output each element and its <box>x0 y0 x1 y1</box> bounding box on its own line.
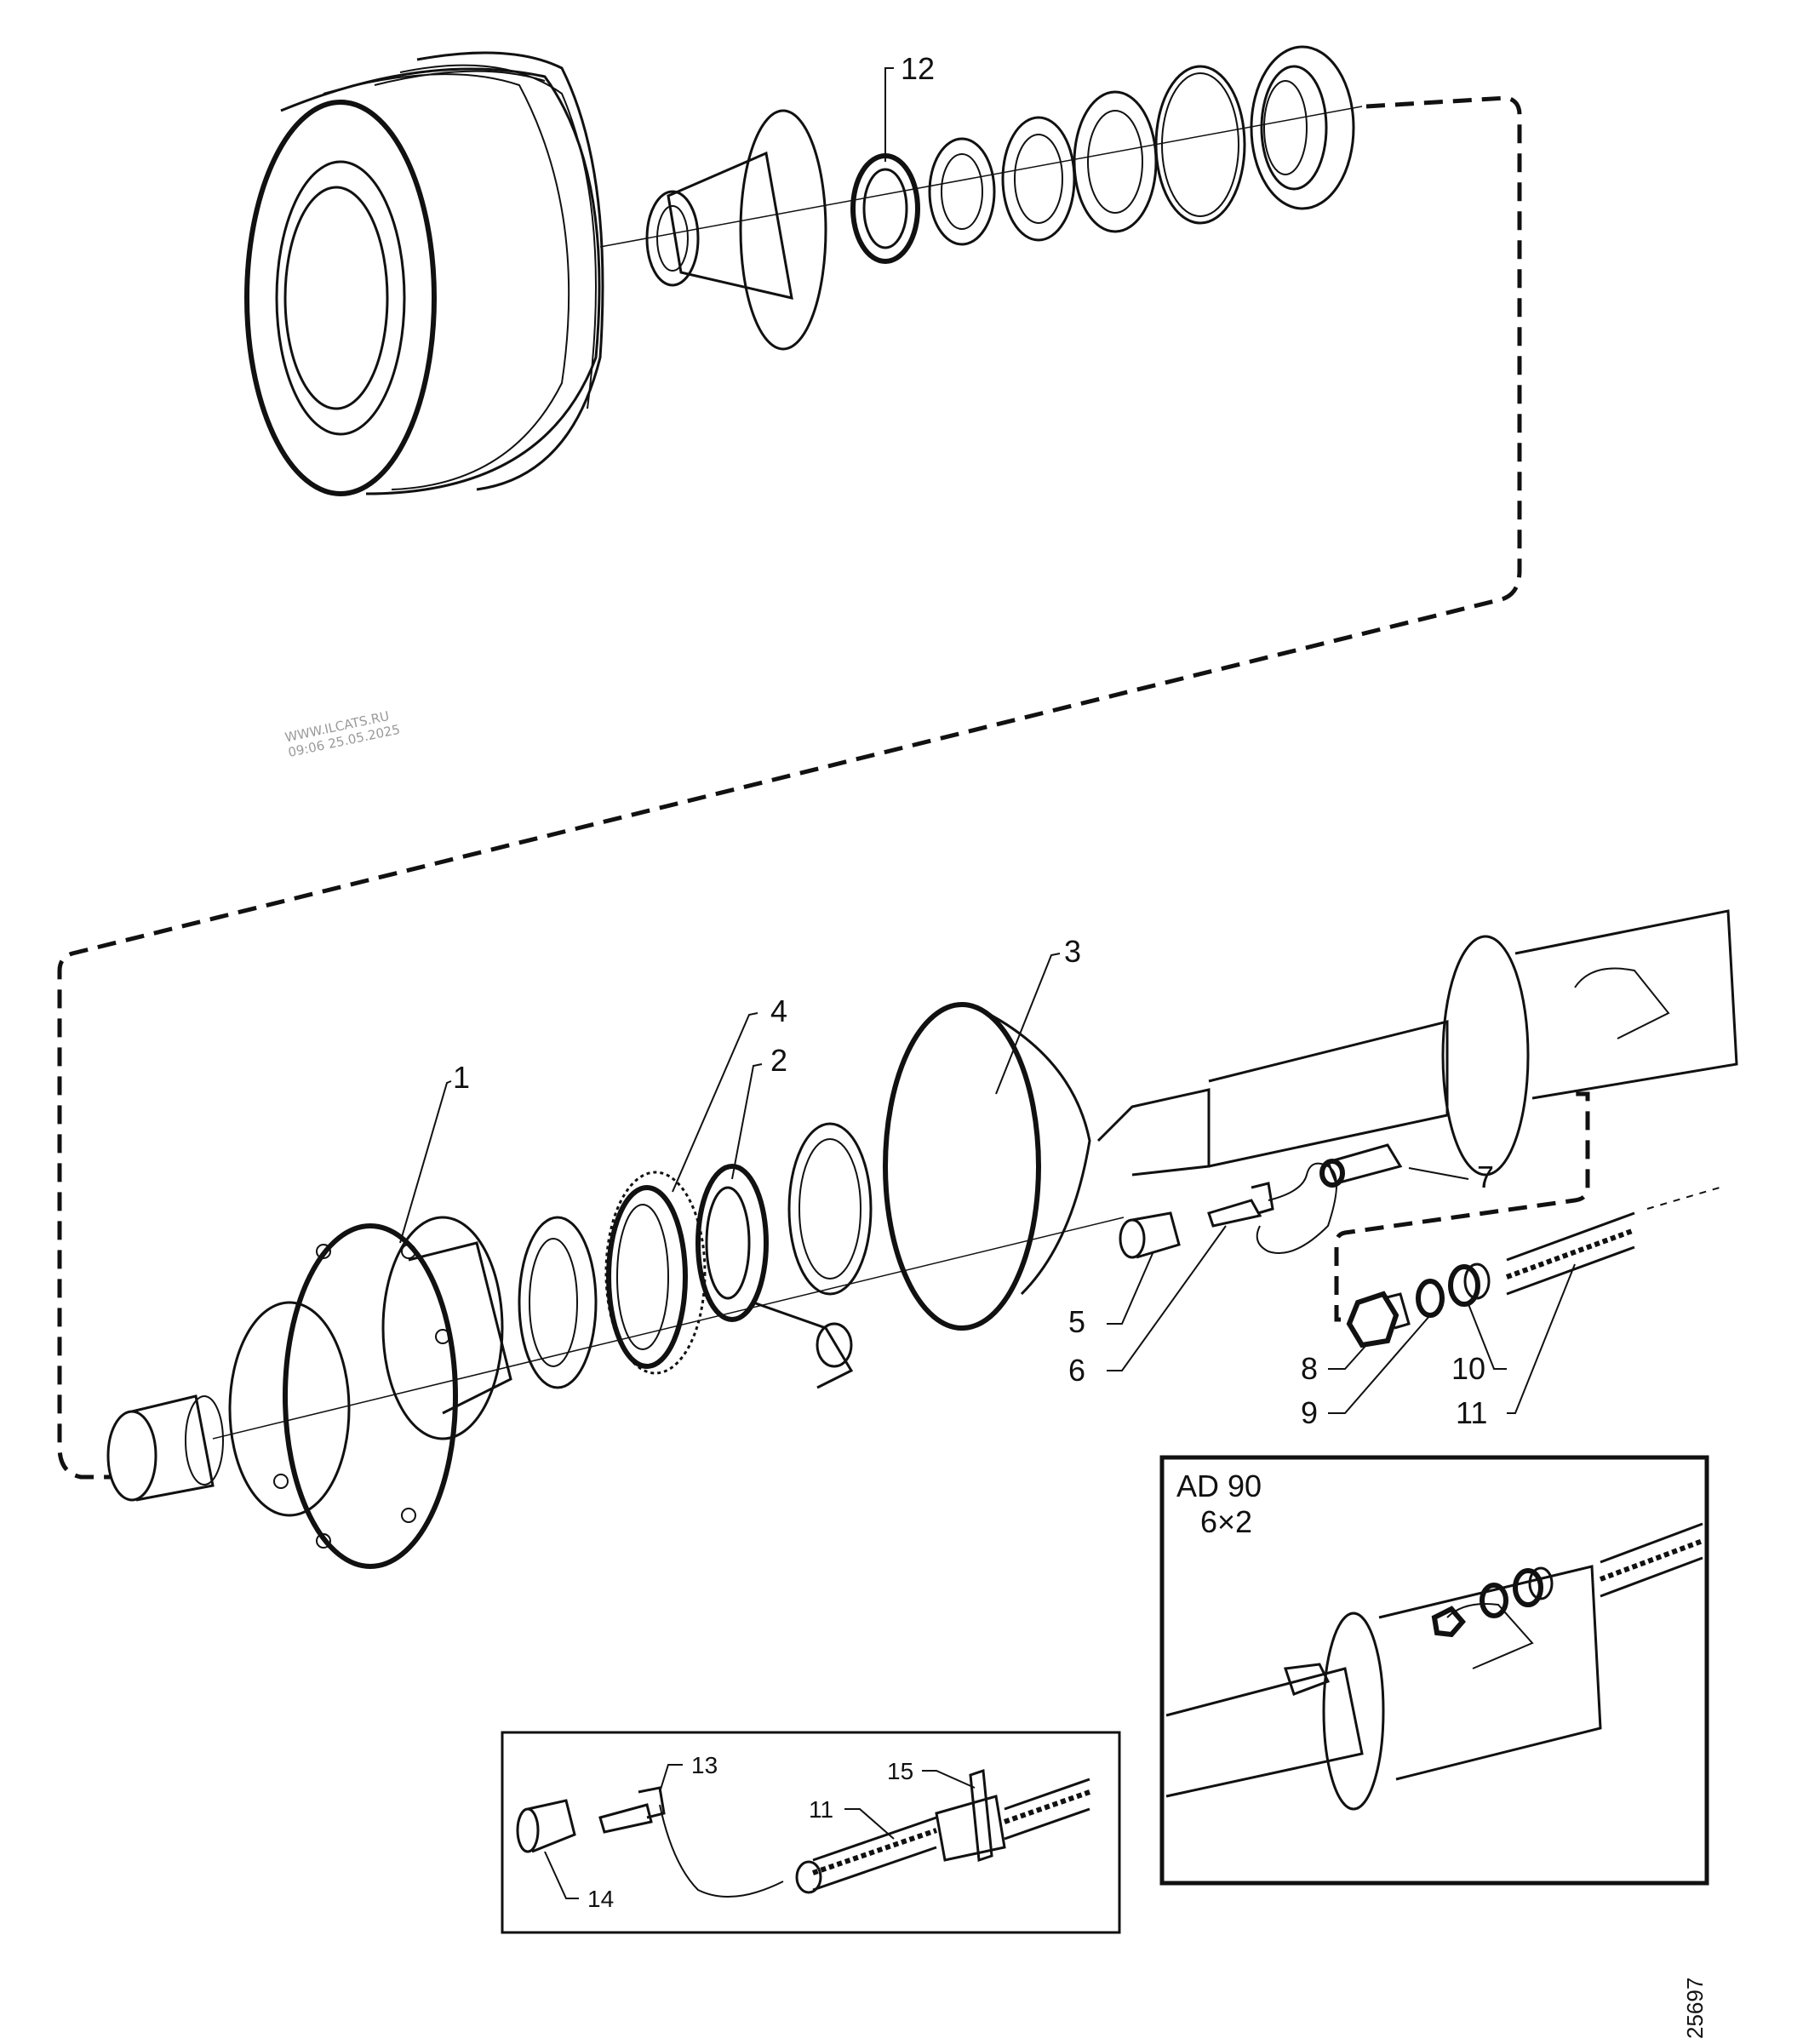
lock-washer <box>1001 116 1076 242</box>
tab-washer <box>1073 90 1158 233</box>
spacer-ring <box>928 137 996 246</box>
dust-cover-3 <box>883 1002 1091 1331</box>
callout-1: 1 <box>453 1060 470 1095</box>
hub-seal-2 <box>695 1164 854 1389</box>
bushing-5 <box>1119 1211 1181 1259</box>
callout-8: 8 <box>1301 1351 1318 1386</box>
callout-2: 2 <box>770 1043 787 1078</box>
inset-ad90: AD 90 6×2 <box>1159 1455 1709 1886</box>
brake-drum <box>244 51 604 496</box>
inset-ad90-title-line-1: AD 90 <box>1176 1469 1262 1503</box>
roller-bearing-top <box>1250 45 1355 210</box>
callout-12: 12 <box>901 51 935 86</box>
callout-4: 4 <box>770 993 787 1028</box>
callout-10: 10 <box>1451 1351 1485 1386</box>
inset-callout-14: 14 <box>587 1886 614 1912</box>
sensor-6 <box>1207 1162 1337 1254</box>
wheel-hub-flange <box>645 109 827 351</box>
nut-8 <box>1346 1291 1411 1348</box>
seal-ring <box>787 1122 873 1296</box>
protective-spiral-11 <box>1505 1187 1720 1296</box>
callout-5: 5 <box>1068 1304 1085 1339</box>
sensor-cable-7 <box>1319 1143 1403 1188</box>
inset-callout-15: 15 <box>887 1758 913 1784</box>
o-ring <box>1154 65 1246 225</box>
washer-10 <box>1448 1262 1491 1307</box>
inset-ad90-title-line-2: 6×2 <box>1200 1504 1252 1539</box>
assembly-connector-dashed-line <box>57 95 1522 1480</box>
callout-6: 6 <box>1068 1353 1085 1388</box>
washer-9 <box>1416 1279 1445 1318</box>
figure-number: 25697 <box>1682 1978 1708 2039</box>
callout-3: 3 <box>1064 934 1081 969</box>
inset-sensor-variant: 13 14 15 11 <box>501 1731 1121 1934</box>
wheel-hub-1 <box>228 1216 512 1569</box>
callout-11: 11 <box>1456 1395 1487 1430</box>
inset-callout-11: 11 <box>809 1796 833 1823</box>
toothed-ring-4 <box>604 1171 707 1375</box>
sensor-connector-dashed-line <box>1334 1091 1590 1322</box>
watermark: WWW.ILCATS.RU 09:06 25.05.2025 <box>283 708 401 760</box>
inset-callout-13: 13 <box>691 1752 718 1778</box>
callout-7: 7 <box>1477 1159 1494 1194</box>
callout-9: 9 <box>1301 1395 1318 1430</box>
bearing-outer <box>518 1216 598 1389</box>
sleeve-part <box>106 1394 224 1502</box>
inset-ad90-frame <box>1159 1455 1709 1886</box>
seal-ring-12 <box>850 153 920 264</box>
axle-shaft <box>1096 909 1738 1177</box>
